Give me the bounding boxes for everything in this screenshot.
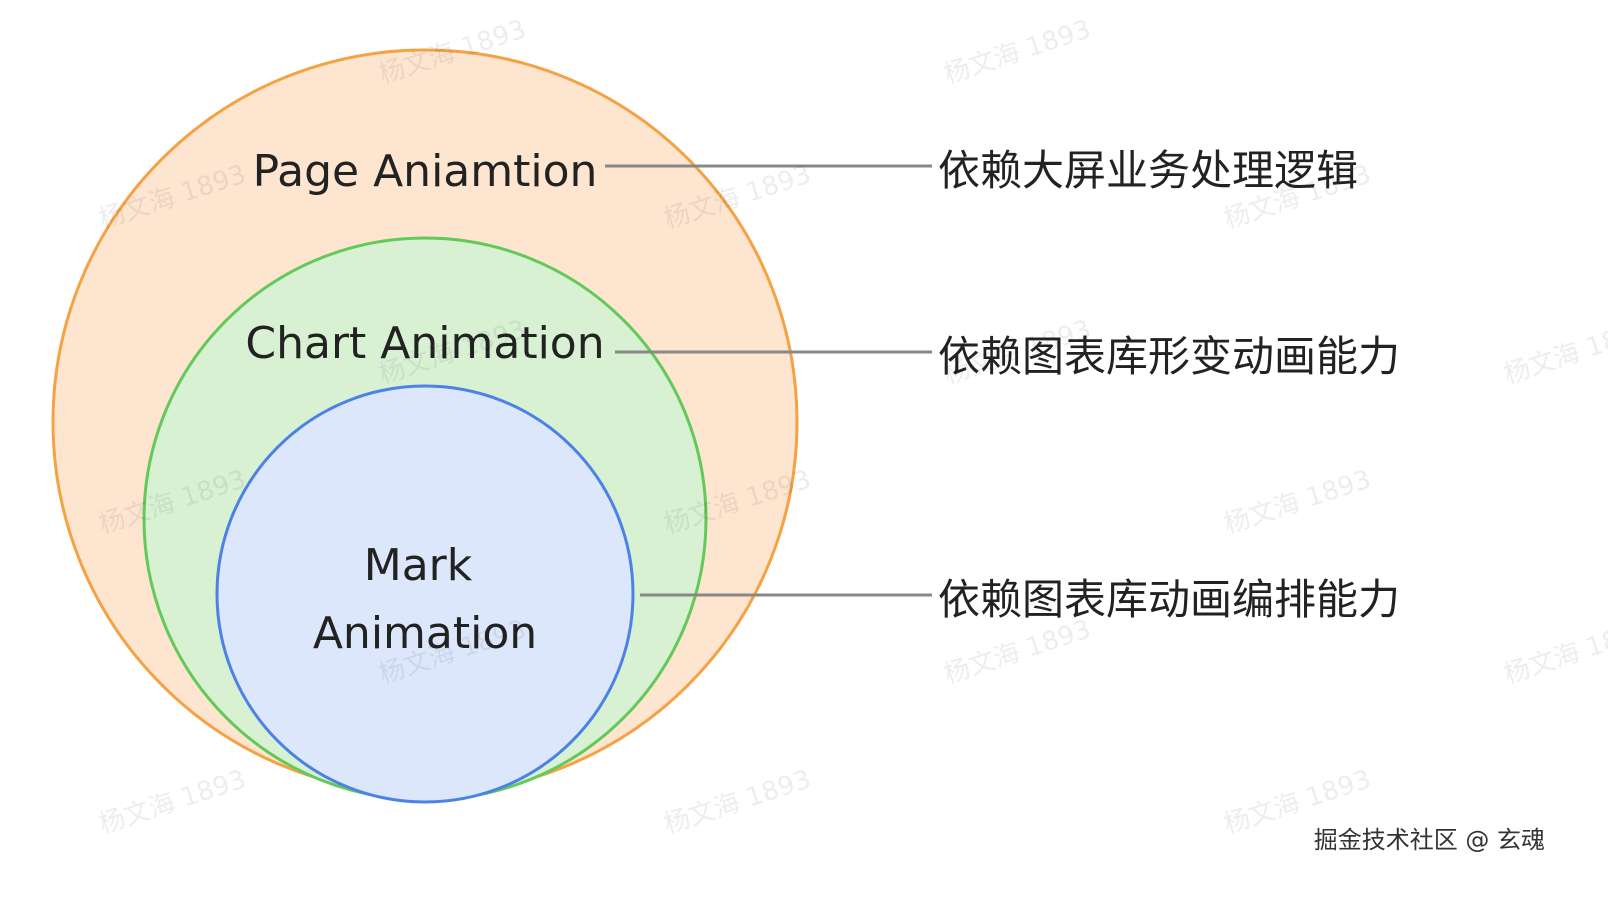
watermark-text: 杨文海 1893 bbox=[95, 765, 249, 841]
watermark-text: 杨文海 1893 bbox=[660, 765, 814, 841]
page-animation-label: Page Aniamtion bbox=[253, 146, 598, 197]
page-description: 依赖大屏业务处理逻辑 bbox=[938, 146, 1358, 195]
chart-animation-label: Chart Animation bbox=[245, 318, 604, 369]
mark-animation-label-line-2: Animation bbox=[313, 608, 537, 659]
watermark-text: 杨文海 1893 bbox=[940, 15, 1094, 91]
page-animation-label-line: Page Aniamtion bbox=[253, 146, 598, 197]
credit-text: 掘金技术社区 @ 玄魂 bbox=[1314, 826, 1545, 854]
mark-animation-label: Mark Animation bbox=[313, 540, 537, 659]
chart-description: 依赖图表库形变动画能力 bbox=[938, 332, 1400, 381]
watermark-text: 杨文海 1893 bbox=[1220, 465, 1374, 541]
watermark-text: 杨文海 1893 bbox=[940, 615, 1094, 691]
chart-animation-label-line: Chart Animation bbox=[245, 318, 604, 369]
mark-animation-circle bbox=[215, 384, 635, 804]
mark-description: 依赖图表库动画编排能力 bbox=[938, 575, 1400, 624]
watermark-text: 杨文海 1893 bbox=[1500, 615, 1608, 691]
watermark-text: 杨文海 1893 bbox=[1500, 315, 1608, 391]
mark-animation-label-line-1: Mark bbox=[364, 540, 473, 591]
